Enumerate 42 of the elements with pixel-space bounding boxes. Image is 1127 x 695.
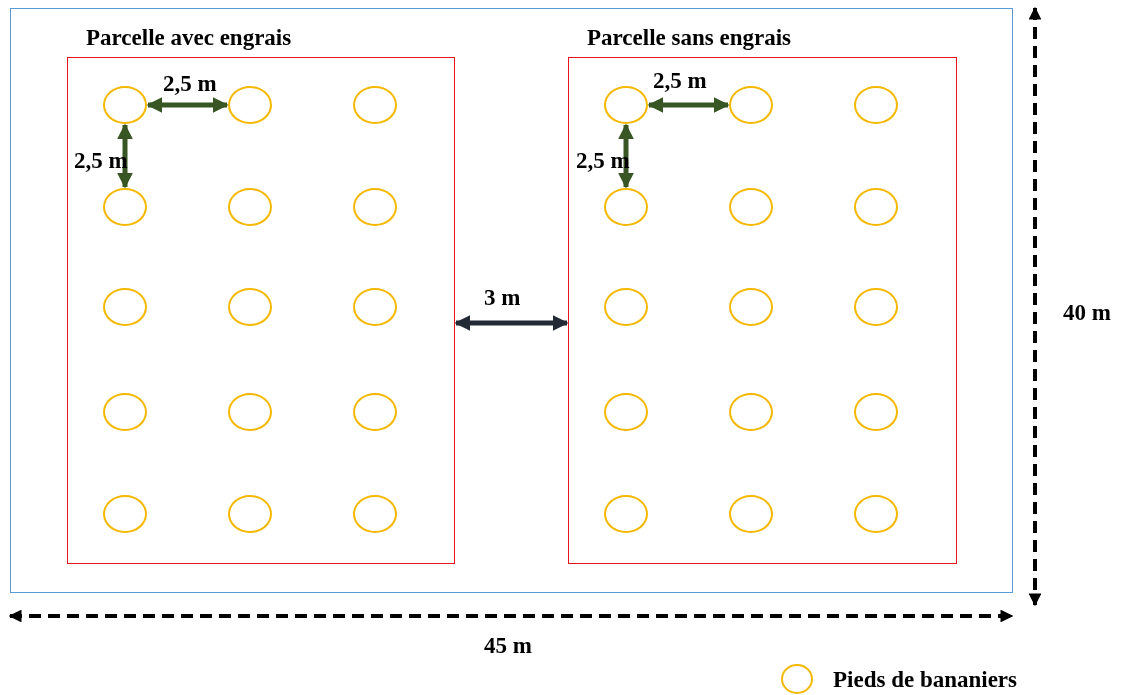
field-outline [10, 8, 1013, 593]
plot-heading: Parcelle avec engrais [86, 26, 292, 49]
plant-circle [353, 288, 397, 326]
plant-circle [103, 188, 147, 226]
legend-label: Pieds de bananiers [833, 668, 1018, 691]
plant-circle [228, 86, 272, 124]
plant-circle [604, 495, 648, 533]
plant-circle [228, 288, 272, 326]
plant-circle [604, 86, 648, 124]
edge-label: 3 m [484, 286, 521, 309]
plant-circle [854, 188, 898, 226]
plant-circle [228, 393, 272, 431]
plant-circle [353, 86, 397, 124]
plant-circle [103, 288, 147, 326]
plant-circle [604, 188, 648, 226]
plant-circle [729, 86, 773, 124]
dimension-label: 45 m [484, 634, 532, 657]
plant-circle [353, 188, 397, 226]
edge-label: 2,5 m [653, 69, 707, 92]
double-arrow [647, 97, 730, 113]
plant-circle [353, 495, 397, 533]
plant-circle [228, 188, 272, 226]
double-arrow [454, 315, 569, 331]
plant-circle [729, 288, 773, 326]
plant-circle [729, 495, 773, 533]
plant-circle [228, 495, 272, 533]
plant-circle [103, 86, 147, 124]
plant-circle [854, 288, 898, 326]
plant-circle [353, 393, 397, 431]
plant-circle [854, 393, 898, 431]
plant-circle [854, 86, 898, 124]
plot-heading: Parcelle sans engrais [587, 26, 791, 49]
plant-circle [729, 188, 773, 226]
plant-circle [854, 495, 898, 533]
dimension-label: 40 m [1063, 301, 1111, 324]
plant-circle [604, 393, 648, 431]
double-arrow [146, 97, 229, 113]
plant-circle [604, 288, 648, 326]
plant-circle [103, 393, 147, 431]
plant-circle [729, 393, 773, 431]
plant-circle [103, 495, 147, 533]
edge-label: 2,5 m [163, 72, 217, 95]
